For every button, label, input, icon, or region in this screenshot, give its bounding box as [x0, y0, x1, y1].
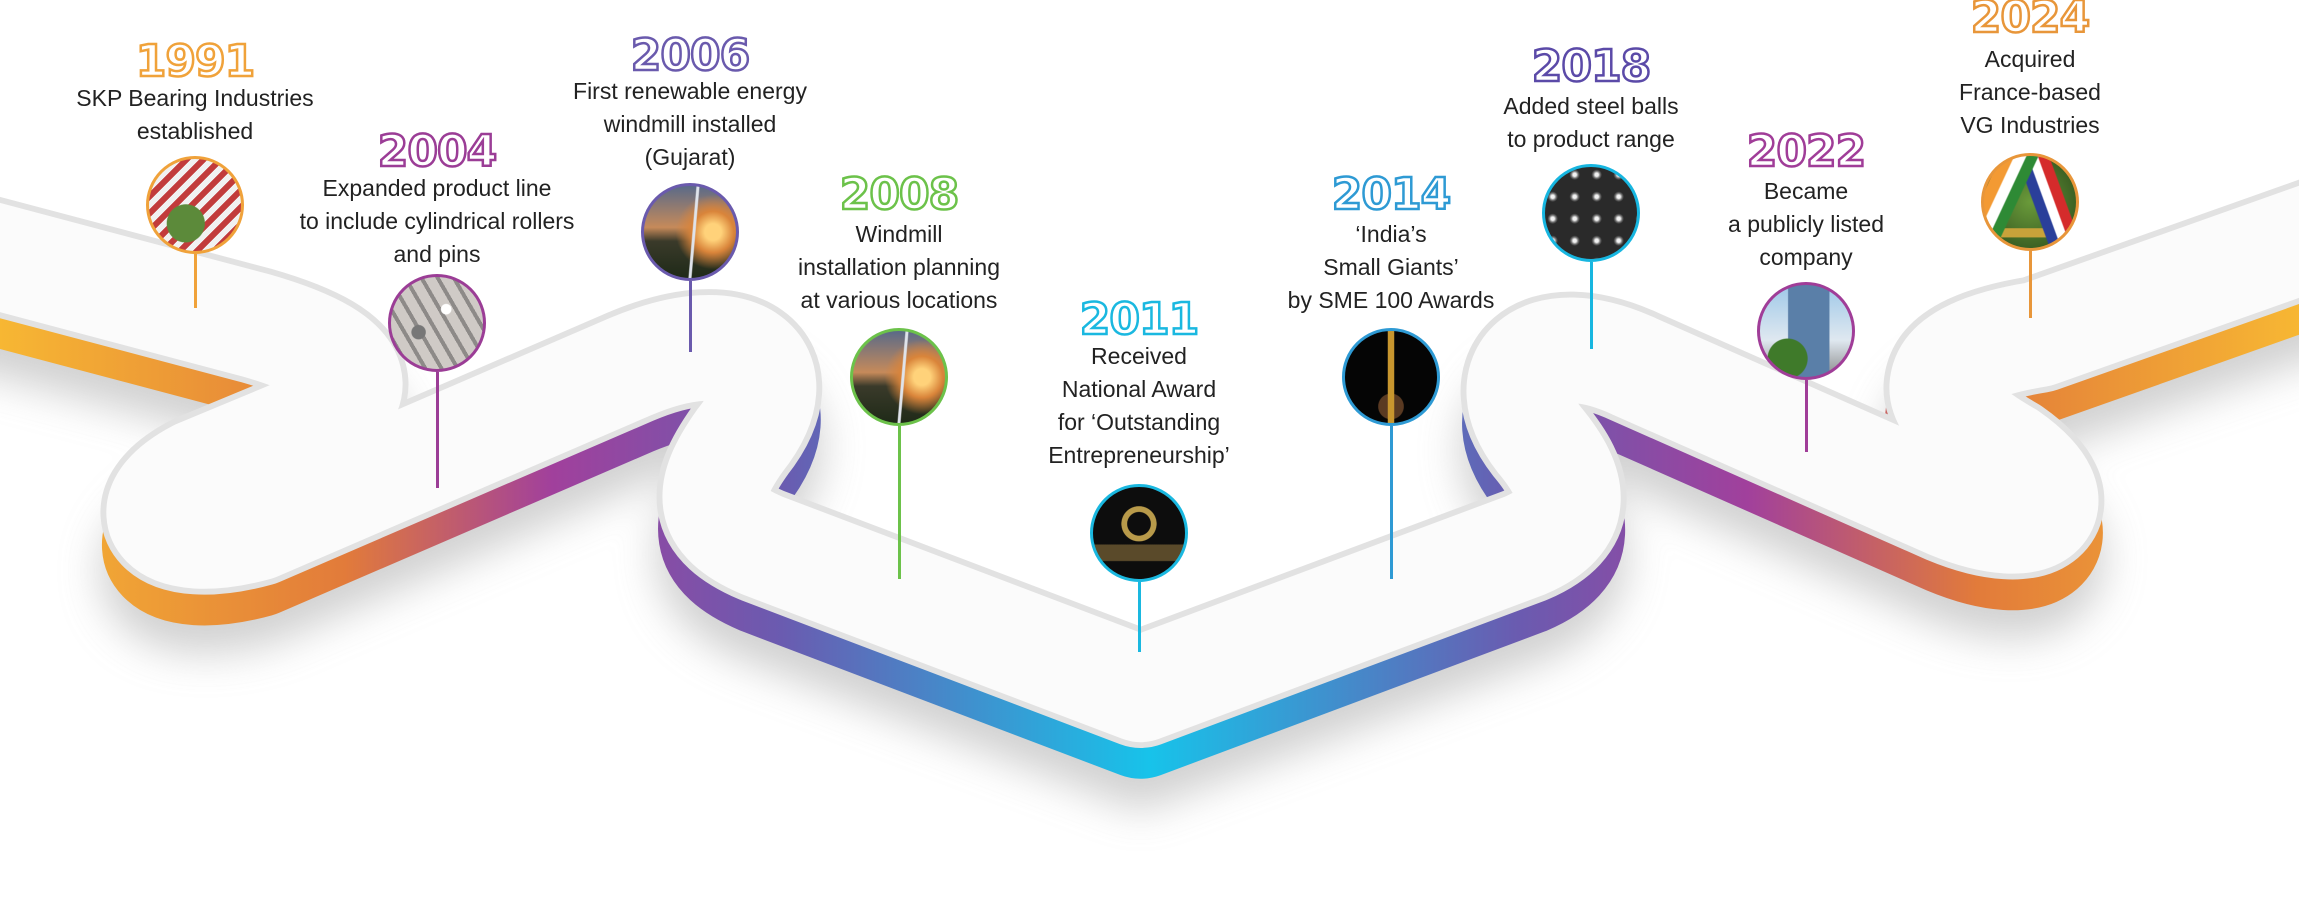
description-line: windmill installed	[603, 111, 777, 137]
milestone-stem	[2028, 251, 2032, 318]
description-line: by SME 100 Awards	[1287, 287, 1495, 313]
description-line: Acquired	[1984, 46, 2076, 72]
milestone-year: 1991	[135, 36, 257, 87]
factory-image	[146, 156, 244, 254]
milestone-stem	[435, 372, 439, 488]
india-france-flags-image	[1981, 153, 2079, 251]
rollers-pins-image	[388, 274, 486, 372]
milestone-description: First renewable energy windmill installed…	[490, 75, 890, 174]
description-line: Added steel balls	[1503, 93, 1679, 119]
description-line: (Gujarat)	[644, 144, 736, 170]
milestone-stem	[1137, 582, 1141, 652]
milestone-year: 2011	[1079, 294, 1201, 345]
milestone-stem	[1804, 380, 1808, 452]
milestone-stem	[688, 281, 692, 352]
milestone-stem	[1589, 262, 1593, 349]
star-trophy-image	[1342, 328, 1440, 426]
milestone-description: Windmill installation planning at various …	[699, 218, 1099, 317]
milestone-year: 2024	[1970, 0, 2092, 43]
listed-company-building-image	[1757, 282, 1855, 380]
description-line: SKP Bearing Industries	[76, 85, 314, 111]
milestone-year: 2014	[1331, 169, 1453, 220]
description-line: established	[136, 118, 254, 144]
milestone-stem	[193, 254, 197, 308]
milestone-year: 2018	[1531, 41, 1653, 92]
milestone-description: Became a publicly listed company	[1606, 175, 2006, 274]
milestone-year: 2022	[1746, 126, 1868, 177]
steel-balls-image	[1542, 164, 1640, 262]
description-line: company	[1759, 244, 1853, 270]
description-line: installation planning	[797, 254, 1001, 280]
description-line: Expanded product line	[322, 175, 552, 201]
milestone-year: 2008	[839, 169, 961, 220]
description-line: National Award	[1061, 376, 1217, 402]
description-line: and pins	[393, 241, 481, 267]
windmill-image	[641, 183, 739, 281]
windmill-image	[850, 328, 948, 426]
description-line: to product range	[1507, 126, 1675, 152]
milestone-description: Expanded product line to include cylindri…	[237, 172, 637, 271]
description-line: Windmill	[855, 221, 943, 247]
description-line: at various locations	[800, 287, 998, 313]
award-trophy-image	[1090, 484, 1188, 582]
milestone-description: Added steel balls to product range	[1391, 90, 1791, 156]
description-line: Small Giants’	[1323, 254, 1459, 280]
milestone-year: 2004	[377, 126, 499, 177]
description-line: to include cylindrical rollers	[299, 208, 575, 234]
description-line: Became	[1763, 178, 1849, 204]
milestone-stem	[1389, 426, 1393, 579]
description-line: Entrepreneurship’	[1048, 442, 1230, 468]
description-line: a publicly listed	[1728, 211, 1884, 237]
description-line: for ‘Outstanding	[1057, 409, 1221, 435]
description-line: ‘India’s	[1355, 221, 1427, 247]
description-line: Received	[1091, 343, 1187, 369]
milestone-description: SKP Bearing Industries established	[0, 82, 395, 148]
milestone-stem	[897, 426, 901, 579]
milestone-year: 2006	[630, 30, 752, 81]
description-line: First renewable energy	[573, 78, 807, 104]
description-line: VG Industries	[1960, 112, 2100, 138]
description-line: France-based	[1959, 79, 2101, 105]
